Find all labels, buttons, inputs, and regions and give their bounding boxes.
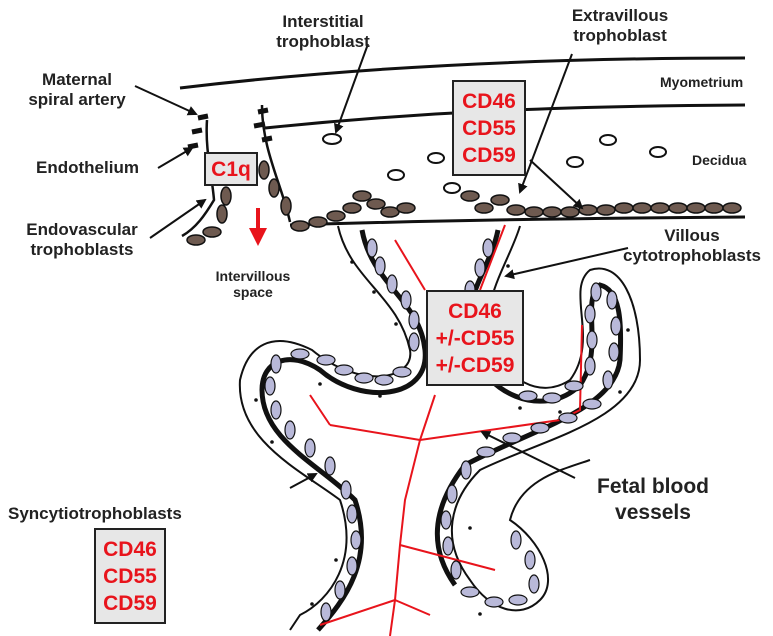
extravillous-marker-1: CD46 — [454, 88, 524, 115]
endovascular-label-line-2: trophoblasts — [10, 240, 154, 260]
endovascular-trophoblasts-label: Endovascular trophoblasts — [10, 220, 154, 260]
blood-flow-arrow — [249, 208, 267, 246]
interstitial-label-line-1: Interstitial — [248, 12, 398, 32]
villous-marker-2: +/-CD55 — [428, 325, 522, 352]
intervillous-label-line-1: Intervillous — [198, 268, 308, 284]
intervillous-label-line-2: space — [198, 284, 308, 300]
villous-marker-3: +/-CD59 — [428, 352, 522, 379]
syncytio-marker-2: CD55 — [96, 563, 164, 590]
endothelium-segments — [188, 110, 272, 147]
fetal-label-line-2: vessels — [578, 500, 728, 526]
extravillous-label-line-2: trophoblast — [540, 26, 700, 46]
syncytio-marker-3: CD59 — [96, 590, 164, 617]
decidua-label: Decidua — [692, 152, 746, 168]
fetal-blood-vessels-label: Fetal blood vessels — [578, 474, 728, 526]
interstitial-label-line-2: trophoblast — [248, 32, 398, 52]
extravillous-label-line-1: Extravillous — [540, 6, 700, 26]
extravillous-marker-2: CD55 — [454, 115, 524, 142]
villous-cytotrophoblasts-label: Villous cytotrophoblasts — [612, 226, 772, 266]
myometrium-label: Myometrium — [660, 74, 743, 90]
maternal-label-line-2: spiral artery — [14, 90, 140, 110]
endovascular-label-line-1: Endovascular — [10, 220, 154, 240]
endothelium-label: Endothelium — [36, 158, 139, 178]
syncytiotrophoblasts-label: Syncytiotrophoblasts — [8, 504, 182, 524]
decidua-base-line — [290, 217, 745, 225]
syncytio-marker-box: CD46 CD55 CD59 — [94, 528, 166, 624]
maternal-label-line-1: Maternal — [14, 70, 140, 90]
fetal-label-line-1: Fetal blood — [578, 474, 728, 500]
intervillous-space-label: Intervillous space — [198, 268, 308, 300]
villous-label-line-1: Villous — [612, 226, 772, 246]
extravillous-marker-box: CD46 CD55 CD59 — [452, 80, 526, 176]
interstitial-trophoblast-label: Interstitial trophoblast — [248, 12, 398, 52]
extravillous-marker-3: CD59 — [454, 142, 524, 169]
villous-label-line-2: cytotrophoblasts — [612, 246, 772, 266]
extravillous-trophoblast-label: Extravillous trophoblast — [540, 6, 700, 46]
maternal-spiral-artery-label: Maternal spiral artery — [14, 70, 140, 110]
villous-marker-box: CD46 +/-CD55 +/-CD59 — [426, 290, 524, 386]
c1q-marker-box: C1q — [204, 152, 258, 186]
villous-marker-1: CD46 — [428, 298, 522, 325]
c1q-marker: C1q — [206, 156, 256, 183]
syncytio-marker-1: CD46 — [96, 536, 164, 563]
